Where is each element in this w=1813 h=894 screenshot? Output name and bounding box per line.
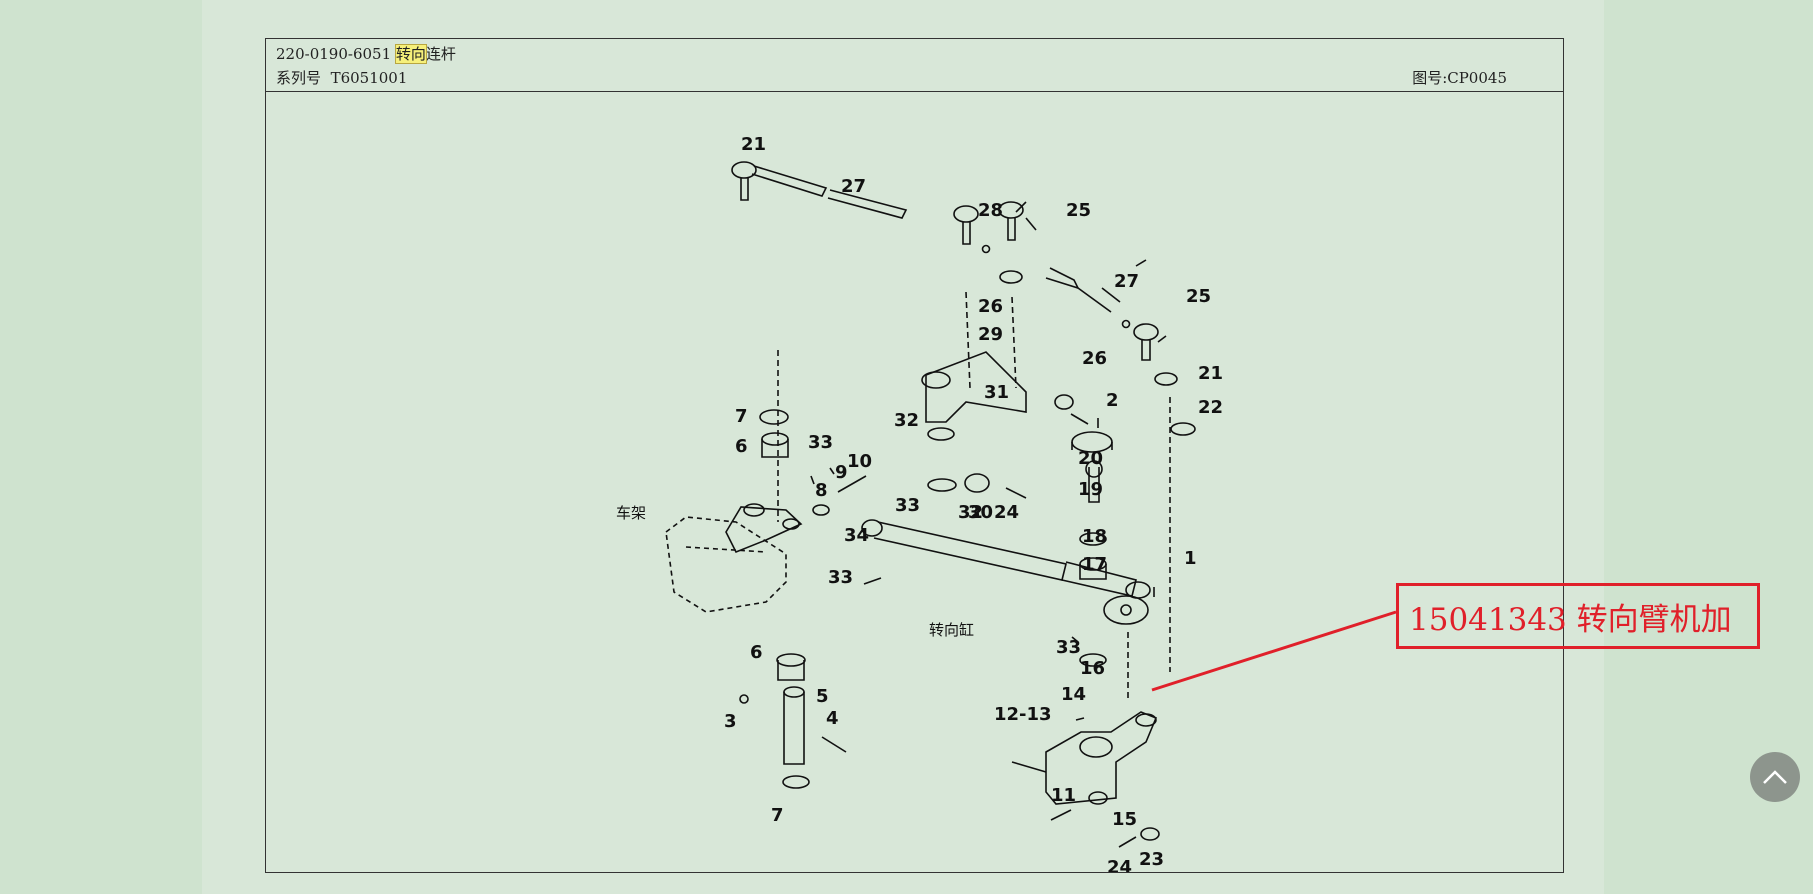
frame-bracket (725, 503, 803, 554)
callout: 18 (1082, 526, 1107, 547)
guide-lines (777, 291, 1171, 698)
callout: 6 (750, 642, 763, 663)
callout: 19 (1078, 479, 1103, 500)
callout: 24 (1107, 857, 1132, 872)
callout: 9 (835, 462, 848, 483)
tie-rod-upper (731, 161, 1178, 386)
steering-arm-bracket (921, 351, 1089, 492)
callout: 6 (735, 436, 748, 457)
callout: 33 (1056, 637, 1081, 658)
callout-numbers: 21 27 28 25 27 25 26 29 26 21 31 32 2 22… (724, 134, 1223, 872)
parts-sheet: 220-0190-6051 转向连杆 系列号 T6051001 图号:CP004… (265, 38, 1564, 873)
callout: 28 (978, 200, 1003, 221)
part-annotation-text: 15041343 转向臂机加 (1409, 601, 1732, 638)
cylinder-label: 转向缸 (929, 621, 974, 639)
callout: 2 (1106, 390, 1119, 411)
bolts (964, 201, 1167, 499)
callout: 26 (978, 296, 1003, 317)
callout: 8 (815, 480, 828, 501)
callout: 14 (1061, 684, 1086, 705)
callout: 33 (895, 495, 920, 516)
scroll-to-top-button[interactable] (1750, 752, 1800, 802)
callout: 21 (1198, 363, 1223, 384)
part-number: 220-0190-6051 (276, 45, 392, 63)
callout: 16 (1080, 658, 1105, 679)
serial-line: 系列号 T6051001 (276, 67, 407, 88)
frame-label: 车架 (616, 504, 646, 522)
callout: 27 (841, 176, 866, 197)
callout: 4 (826, 708, 839, 729)
callout: 20 (1078, 448, 1103, 469)
callout: 25 (1066, 200, 1091, 221)
callout: 26 (1082, 348, 1107, 369)
callout: 10 (847, 451, 872, 472)
steering-arm (1011, 711, 1160, 848)
callout: 23 (1139, 849, 1164, 870)
callout: 32 (894, 410, 919, 431)
sheet-header: 220-0190-6051 转向连杆 系列号 T6051001 图号:CP004… (266, 39, 1563, 92)
title-line: 220-0190-6051 转向连杆 (276, 43, 456, 64)
serial-value: T6051001 (330, 69, 408, 87)
callout: 12-13 (994, 704, 1052, 725)
title-text: 连杆 (425, 45, 456, 63)
callout: 15 (1112, 809, 1137, 830)
callout: 7 (771, 805, 784, 826)
callout: 3 (724, 711, 737, 732)
callout: 31 (984, 382, 1009, 403)
callout: 1 (1184, 548, 1197, 569)
document-page: 220-0190-6051 转向连杆 系列号 T6051001 图号:CP004… (202, 0, 1604, 894)
callout: 33 (808, 432, 833, 453)
figure-number: 图号:CP0045 (1412, 69, 1507, 87)
callout: 29 (978, 324, 1003, 345)
callout: 22 (1198, 397, 1223, 418)
king-pin-parts (739, 409, 867, 789)
callout: 24 (994, 502, 1019, 523)
callout: 7 (735, 406, 748, 427)
callout: 30 (968, 502, 993, 523)
exploded-parts-diagram: 21 27 28 25 27 25 26 29 26 21 31 32 2 22… (616, 134, 1223, 872)
callout: 27 (1114, 271, 1139, 292)
callout: 34 (844, 525, 869, 546)
serial-label: 系列号 (276, 69, 322, 87)
callout: 17 (1082, 554, 1107, 575)
chevron-up-icon (1763, 770, 1787, 784)
ball-joint-stack (1071, 418, 1196, 721)
part-annotation-box: 15041343 转向臂机加 (1396, 583, 1760, 649)
callout: 32 (958, 502, 983, 523)
callout: 21 (741, 134, 766, 155)
callout: 33 (828, 567, 853, 588)
search-highlight: 转向 (394, 44, 427, 64)
callout: 5 (816, 686, 829, 707)
frame-outline (665, 516, 787, 613)
callout: 11 (1051, 785, 1076, 806)
callout: 25 (1186, 286, 1211, 307)
steering-cylinder (861, 519, 1151, 625)
